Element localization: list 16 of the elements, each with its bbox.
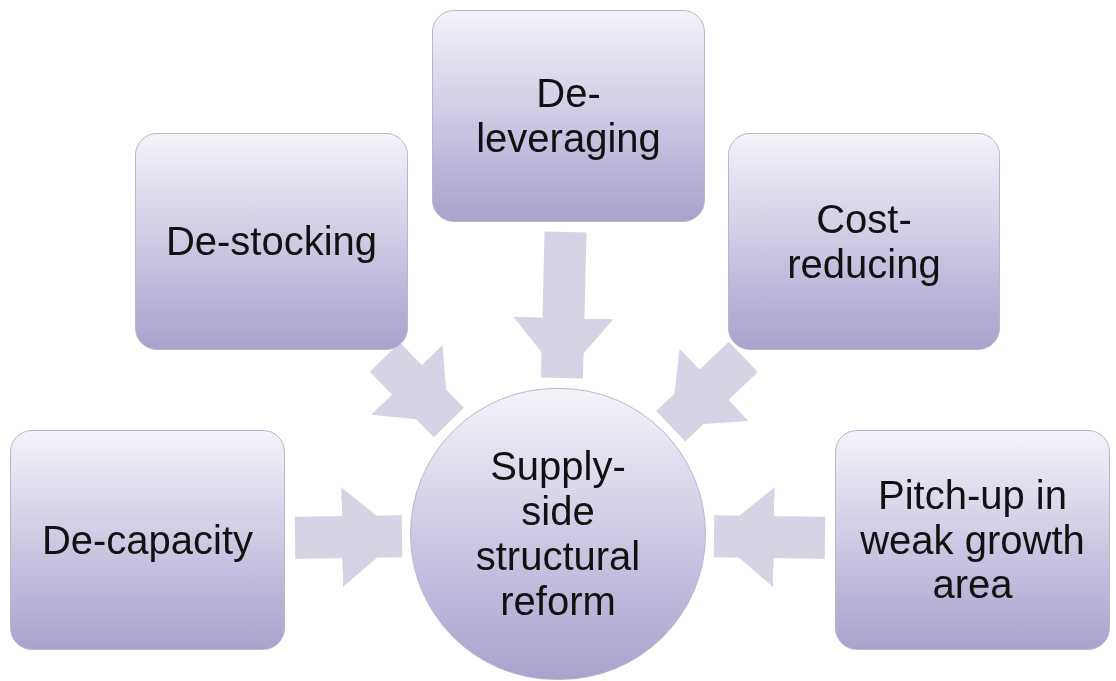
block-arrow xyxy=(294,487,403,588)
rounded-box xyxy=(835,430,1110,650)
node-label: Supply-side structural reform xyxy=(474,444,642,624)
rounded-box xyxy=(728,133,1000,350)
block-arrow xyxy=(656,341,758,442)
node-label: De-leveraging xyxy=(475,71,662,161)
node-label: De-stocking xyxy=(165,219,378,264)
block-arrow xyxy=(713,487,826,588)
block-arrow xyxy=(369,342,464,438)
node-label: Cost-reducing xyxy=(786,196,942,287)
rounded-box xyxy=(135,133,408,350)
node-label: Pitch-up in weak growth area xyxy=(859,472,1086,608)
rounded-box xyxy=(10,430,285,650)
node-label: De-capacity xyxy=(41,517,254,563)
rounded-box xyxy=(432,10,705,222)
block-arrow xyxy=(513,231,614,379)
